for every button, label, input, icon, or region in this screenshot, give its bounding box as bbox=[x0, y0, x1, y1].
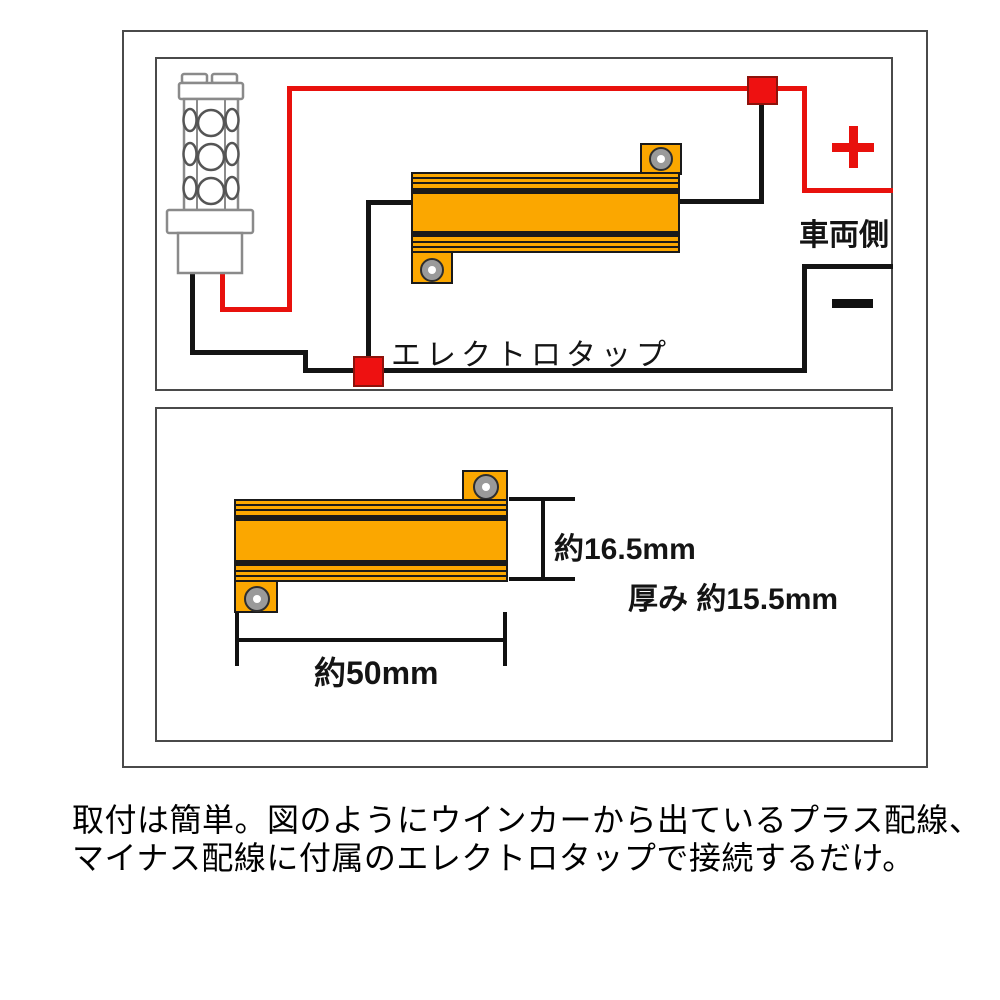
width-dim-line bbox=[237, 638, 507, 642]
led-bulb-icon bbox=[165, 72, 255, 275]
led-chip bbox=[196, 176, 226, 206]
bulb-contact-right bbox=[210, 72, 239, 85]
minus-icon bbox=[832, 299, 873, 308]
caption-line-1: 取付は簡単。図のようにウインカーから出ているプラス配線、 bbox=[72, 802, 982, 838]
load-resistor bbox=[411, 172, 680, 253]
resistor-tab-bottom bbox=[411, 251, 453, 284]
negative-wire-right-riser bbox=[802, 264, 807, 373]
load-resistor-dim bbox=[234, 499, 508, 582]
positive-wire-to-vehicle bbox=[802, 188, 893, 193]
led-chip-side bbox=[182, 107, 198, 133]
screw-hole bbox=[473, 474, 499, 500]
width-dim-label: 約50mm bbox=[314, 655, 439, 691]
width-dim-bar-right bbox=[503, 612, 507, 666]
height-dim-line bbox=[541, 499, 545, 581]
width-dim-bar-left bbox=[235, 612, 239, 666]
bulb-flange bbox=[165, 208, 255, 235]
led-chip-side bbox=[224, 175, 240, 201]
resistor-lead-left-drop bbox=[366, 200, 371, 360]
resistor-tab-top bbox=[640, 143, 682, 175]
electro-tap-top bbox=[747, 76, 778, 105]
led-chip bbox=[196, 108, 226, 138]
resistor-lead-right bbox=[678, 199, 764, 204]
positive-wire-riser bbox=[287, 86, 292, 312]
bulb-base bbox=[176, 231, 244, 275]
resistor-tab-bottom-dim bbox=[234, 580, 278, 613]
resistor-lead-left bbox=[366, 200, 414, 205]
led-chip-side bbox=[224, 141, 240, 167]
resistor-lead-right-riser bbox=[759, 100, 764, 204]
led-chip bbox=[196, 142, 226, 172]
negative-wire-to-vehicle bbox=[802, 264, 893, 269]
negative-wire-bottom-run bbox=[303, 368, 807, 373]
led-chip-side bbox=[182, 141, 198, 167]
vehicle-side-label: 車両側 bbox=[799, 219, 889, 252]
screw-hole bbox=[649, 147, 673, 171]
positive-wire-top-run bbox=[287, 86, 807, 91]
electro-tap-label: エレクトロタップ bbox=[391, 339, 671, 372]
electro-tap-bottom bbox=[353, 356, 384, 387]
negative-wire-bulb-drop bbox=[190, 270, 195, 355]
height-dim-cap-bottom bbox=[509, 577, 575, 581]
resistor-tab-top-dim bbox=[462, 470, 508, 502]
led-chip-side bbox=[182, 175, 198, 201]
positive-wire-right-drop bbox=[802, 86, 807, 193]
positive-wire-bottom-run bbox=[220, 307, 292, 312]
height-dim-label: 約16.5mm bbox=[554, 533, 696, 566]
negative-wire-run-a bbox=[190, 350, 308, 355]
led-chip-side bbox=[224, 107, 240, 133]
bulb-top-cap bbox=[177, 81, 245, 101]
screw-hole bbox=[420, 258, 444, 282]
negative-wire-jog bbox=[303, 350, 308, 372]
height-dim-cap-top bbox=[509, 497, 575, 501]
positive-wire-bulb-drop bbox=[220, 270, 225, 312]
thickness-dim-label: 厚み 約15.5mm bbox=[628, 583, 839, 616]
caption-line-2: マイナス配線に付属のエレクトロタップで接続するだけ。 bbox=[72, 840, 915, 876]
bulb-contact-left bbox=[180, 72, 209, 85]
screw-hole bbox=[244, 586, 270, 612]
